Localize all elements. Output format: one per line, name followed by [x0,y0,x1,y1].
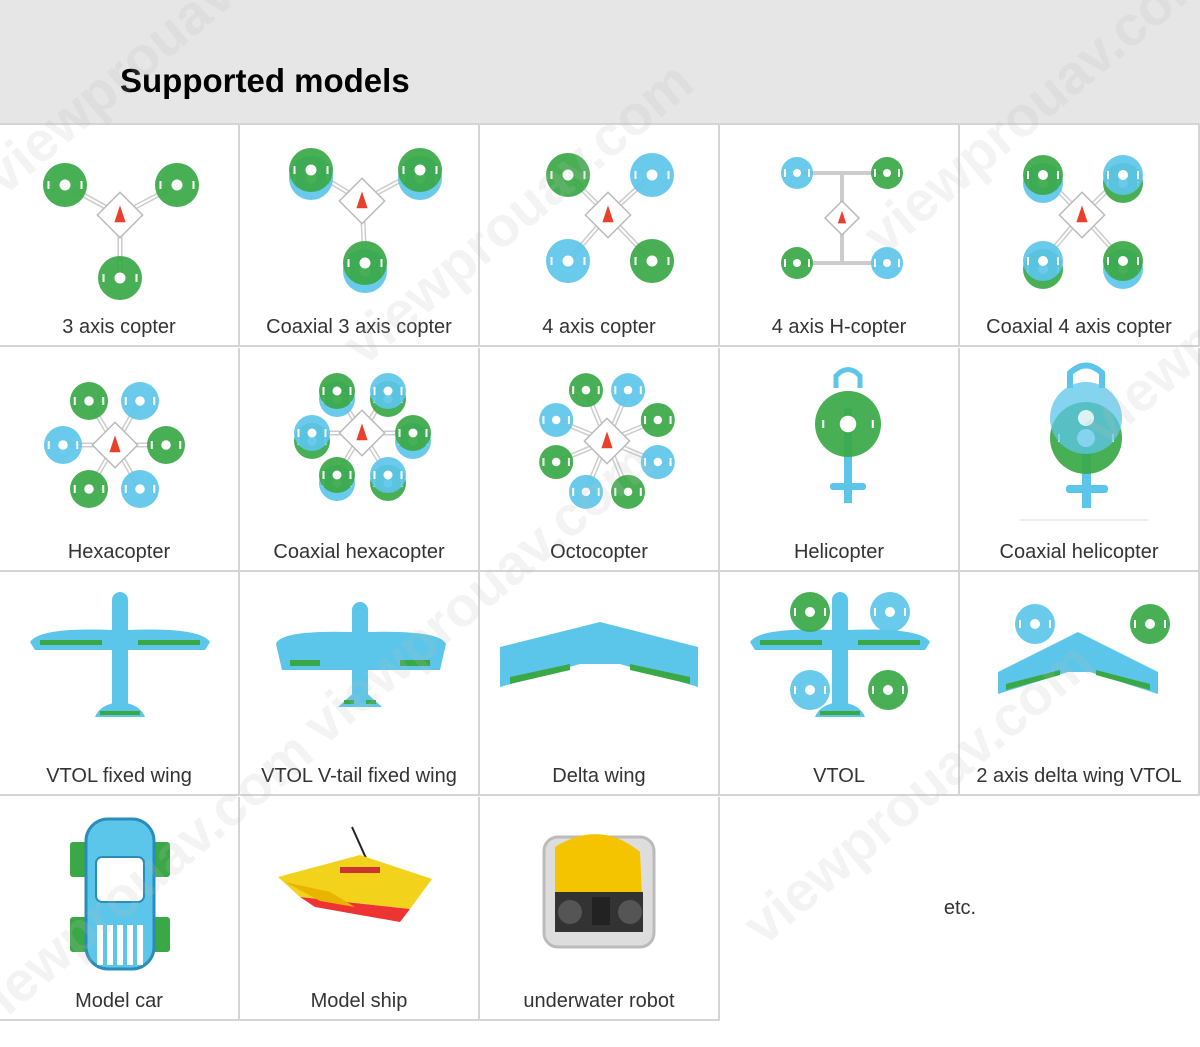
model-label: Delta wing [552,765,646,787]
model-cell: VTOL V-tail fixed wing [240,572,480,796]
model-cell: underwater robot [480,796,720,1021]
model-cell: Model ship [240,796,480,1021]
tri-icon [43,163,199,300]
page-title: Supported models [120,62,410,99]
vtol-icon [750,592,930,717]
header-band: Supported models [0,0,1200,123]
model-label: Coaxial 3 axis copter [266,316,452,338]
robot-icon [542,833,656,948]
model-cell: Octocopter [480,347,720,572]
model-label: VTOL V-tail fixed wing [261,765,457,787]
heli-coax-icon [1020,362,1148,521]
etc-note: etc. [943,896,977,919]
model-cell: 4 axis H-copter [720,123,960,347]
model-cell: Coaxial helicopter [960,347,1200,572]
octo-icon [539,372,675,509]
heli-icon [815,366,881,503]
model-cell: Helicopter [720,347,960,572]
model-label: Helicopter [793,540,885,563]
model-cell: Coaxial 3 axis copter [240,123,480,347]
delta-vtol-icon [998,604,1170,694]
model-label: underwater robot [523,989,675,1012]
model-label: Octocopter [550,540,648,563]
model-label: Hexacopter [67,540,171,563]
hexa-coax-icon [294,372,431,501]
car-icon [70,817,170,970]
model-label: 4 axis H-copter [771,316,907,338]
delta-icon [500,622,698,687]
quad-coax-icon [1023,155,1143,289]
tri-coax-icon [289,148,442,293]
model-cell: Delta wing [480,572,720,796]
model-cell: Hexacopter [0,347,240,572]
model-cell: Model car [0,796,240,1021]
model-cell: 2 axis delta wing VTOL [960,572,1200,796]
model-label: VTOL [813,765,865,787]
model-label: Model ship [310,989,408,1012]
model-cell: 3 axis copter [0,123,240,347]
model-label: Coaxial 4 axis copter [986,316,1172,338]
vtail-icon [276,602,446,707]
models-grid: 3 axis copter Coaxial 3 axis copter 4 axis… [0,123,1200,1021]
ship-icon [278,826,432,922]
hexa-icon [44,381,185,508]
model-cell: Coaxial hexacopter [240,347,480,572]
hquad-icon [781,157,903,279]
model-label: 3 axis copter [62,316,176,338]
model-label: Model car [75,989,163,1012]
model-label: 2 axis delta wing VTOL [976,765,1182,787]
model-label: Coaxial helicopter [999,540,1159,563]
model-cell: Coaxial 4 axis copter [960,123,1200,347]
quad-icon [546,153,674,283]
model-cell: 4 axis copter [480,123,720,347]
model-label: VTOL fixed wing [46,765,192,787]
model-label: Coaxial hexacopter [273,540,445,563]
model-label: 4 axis copter [542,316,656,338]
model-cell: VTOL [720,572,960,796]
plane-icon [30,592,210,717]
model-cell: VTOL fixed wing [0,572,240,796]
